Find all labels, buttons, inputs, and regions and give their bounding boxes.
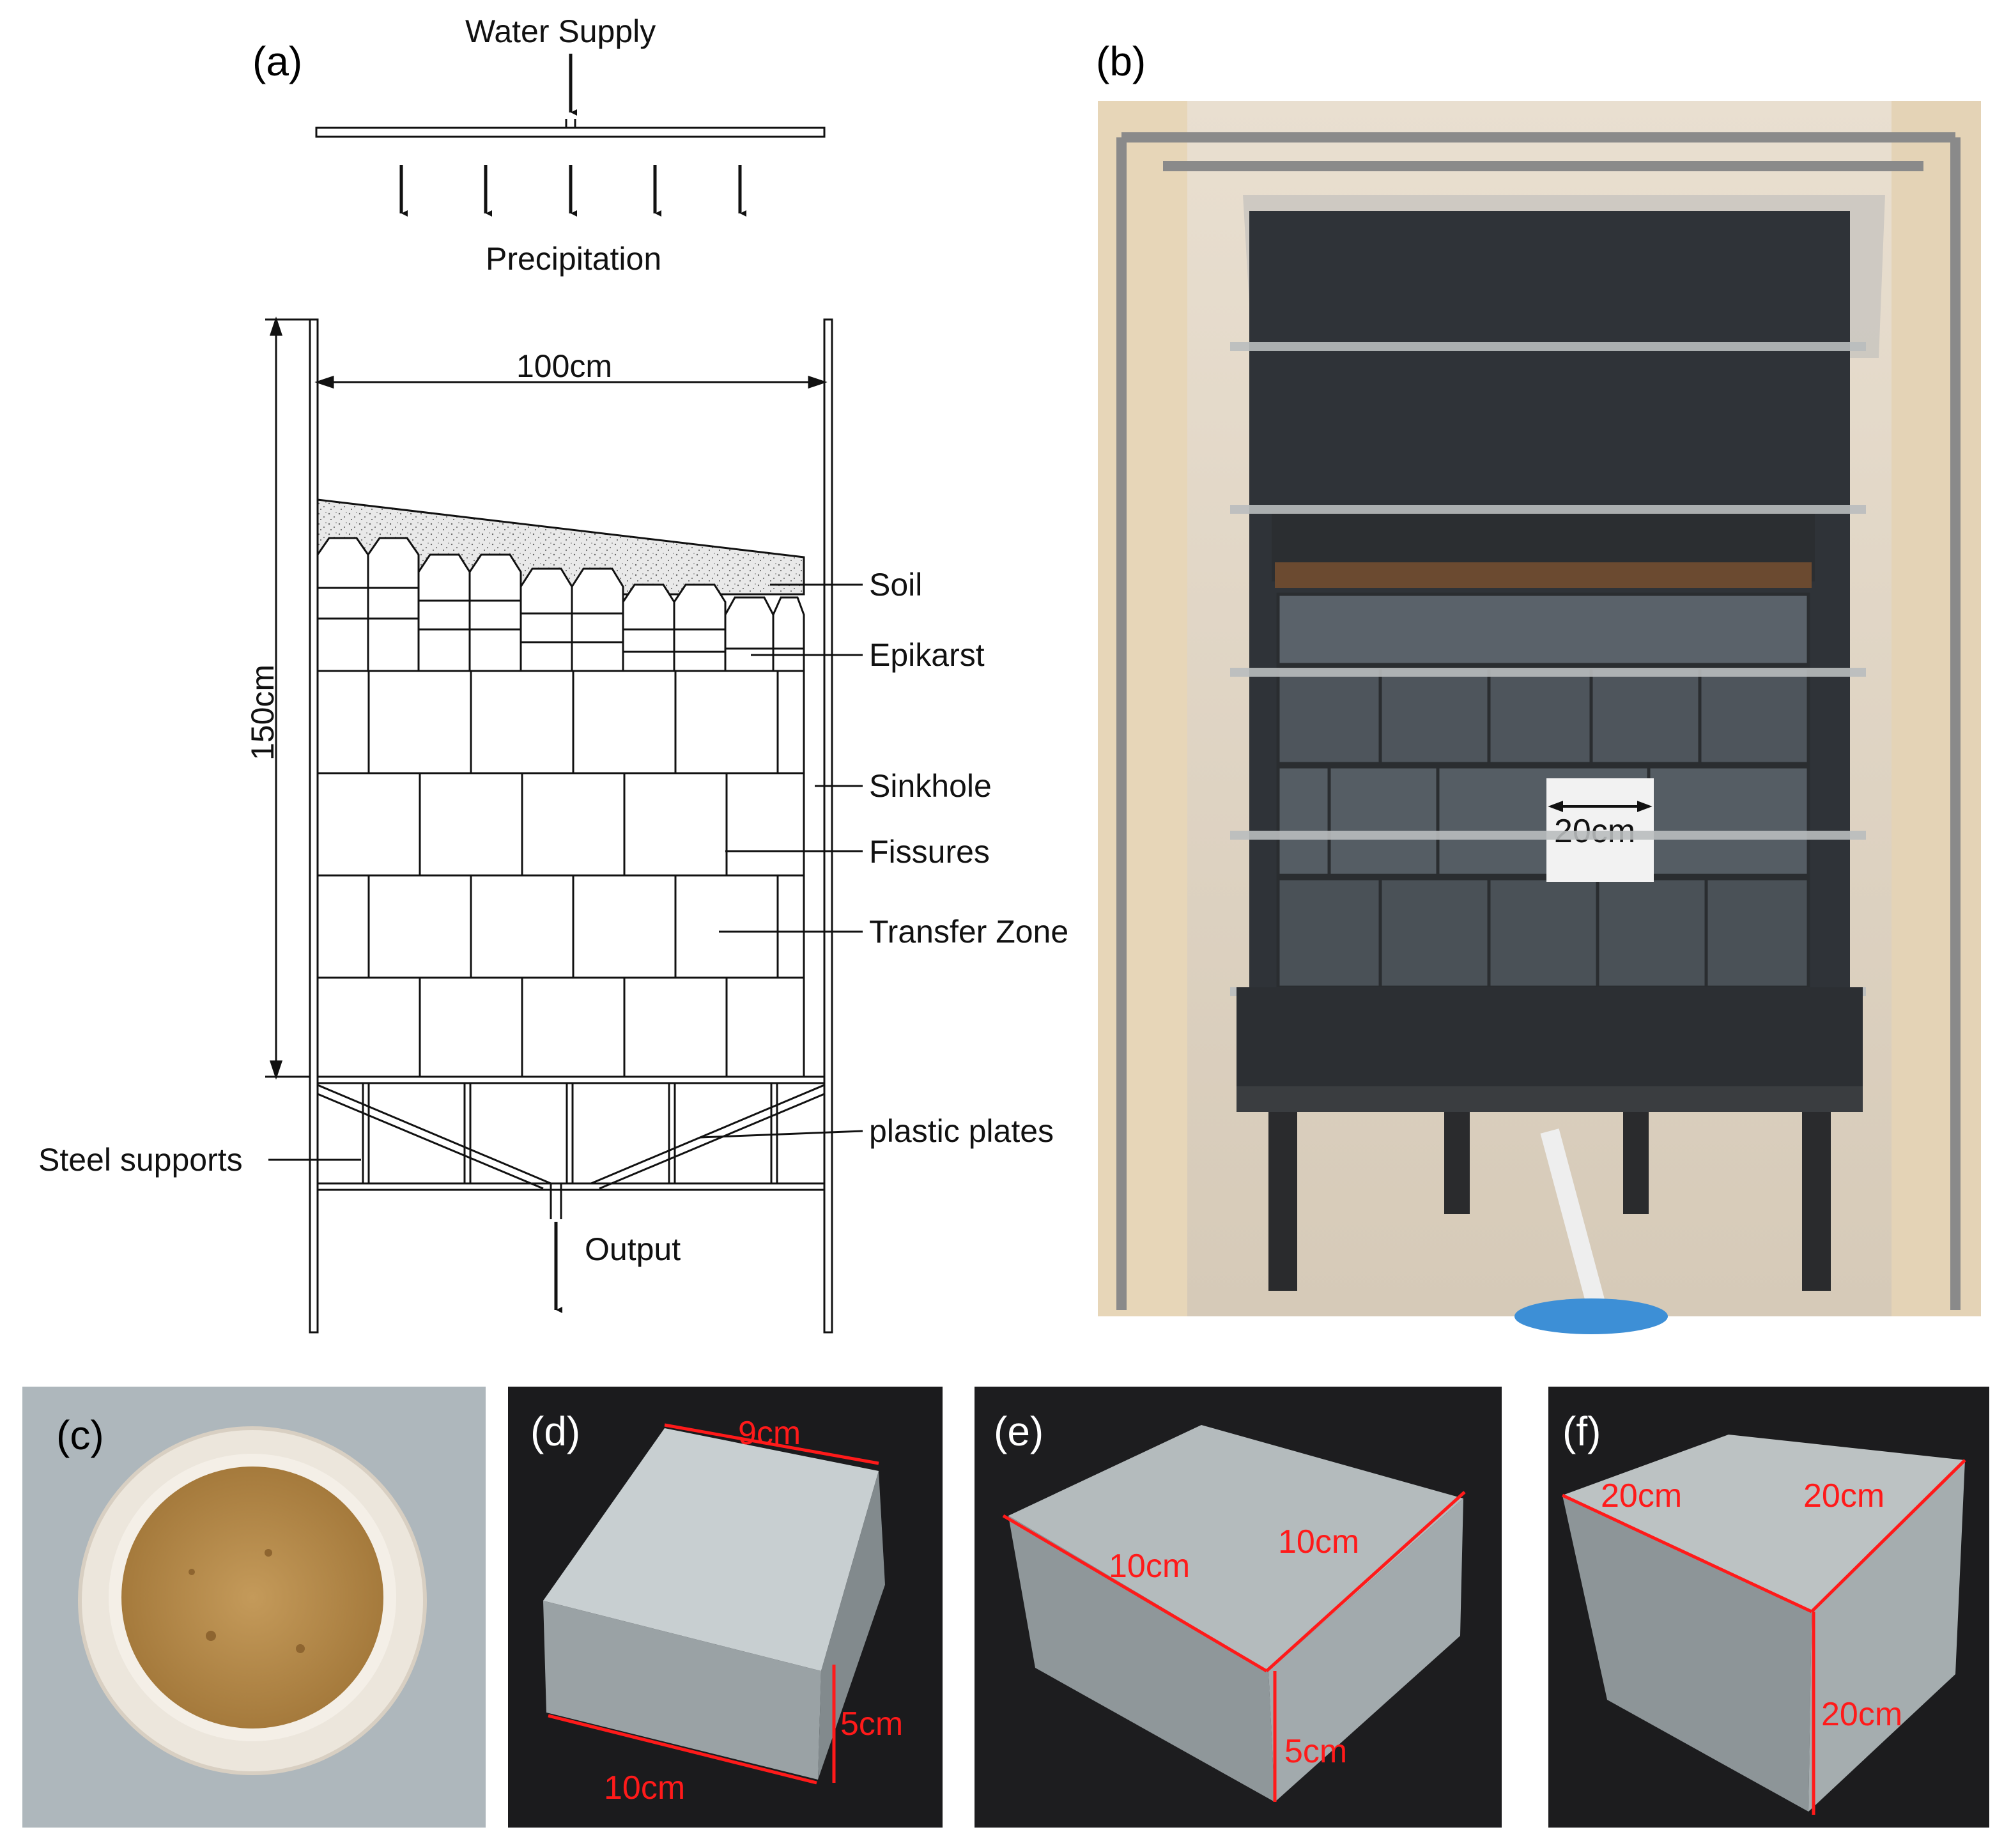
height-dimension [265,316,310,1080]
steel-frame [1116,132,1961,1310]
steel-supports [316,1075,826,1191]
panel-label-c: (c) [56,1412,104,1458]
soil-label: Soil [869,567,922,603]
photo-f-left-label: 20cm [1601,1477,1682,1514]
panel-a-diagram: (a) Water Supply Precipitation 100cm [38,13,1068,1334]
panel-e-photo: (e) 10cm 10cm 5cm [975,1387,1502,1828]
drain-pipe [1540,1128,1607,1313]
block-e-top [1008,1425,1463,1671]
panel-label-f: (f) [1562,1408,1601,1454]
width-dimension [314,375,828,389]
panel-label-a: (a) [252,38,302,84]
photo-d-length-label: 10cm [604,1769,685,1806]
dimension-lines-f [1561,1459,1966,1815]
photo-e-left-label: 10cm [1109,1548,1190,1585]
height-dimension-label: 150cm [245,665,281,760]
sinkhole-label: Sinkhole [869,768,992,804]
supply-pipe [315,127,826,138]
white-block-marker [1546,778,1654,882]
fissures-label: Fissures [869,834,990,870]
output-label: Output [585,1231,681,1267]
panel-d-photo: (d) 9cm 5cm 10cm [508,1387,943,1828]
transfer-zone-label: Transfer Zone [869,914,1068,950]
block-f-top [1562,1435,1965,1612]
block-f-left [1562,1495,1812,1812]
photo-f-height-label: 20cm [1821,1696,1902,1733]
dimension-lines-e [1002,1491,1466,1802]
plastic-plates [317,1084,825,1219]
tank-legs [1268,1112,1831,1291]
dimension-lines-d [548,1423,879,1785]
block-d-top [543,1428,879,1671]
photo-d-top-label: 9cm [738,1415,801,1452]
leader-lines [268,583,863,1161]
block-f-right [1808,1460,1965,1812]
soil-powder [121,1467,383,1729]
photo-f-right-label: 20cm [1803,1477,1884,1514]
block-e-left [1008,1516,1275,1802]
panel-f-photo: (f) 20cm 20cm 20cm [1548,1387,1989,1828]
panel-c-photo: (c) [22,1387,486,1828]
photo-e-height-label: 5cm [1284,1733,1347,1770]
precipitation-arrows [399,165,746,217]
plastic-plates-label: plastic plates [869,1113,1054,1149]
block-d-front [543,1601,821,1780]
panel-b-photo: (b) [1096,38,1981,1334]
photo-e-right-label: 10cm [1278,1523,1359,1560]
epikarst-label: Epikarst [869,637,985,673]
panel-label-d: (d) [530,1408,580,1454]
width-dimension-label: 100cm [516,348,612,384]
panel-label-b: (b) [1096,38,1146,84]
panel-label-e: (e) [994,1408,1044,1454]
block-e-right [1268,1498,1463,1802]
steel-supports-label: Steel supports [38,1142,243,1178]
limestone-blocks [1276,592,1810,989]
precipitation-label: Precipitation [486,241,661,277]
photo-d-height-label: 5cm [840,1706,903,1743]
transfer-zone-blocks [316,670,805,1078]
water-supply-label: Water Supply [465,13,656,49]
